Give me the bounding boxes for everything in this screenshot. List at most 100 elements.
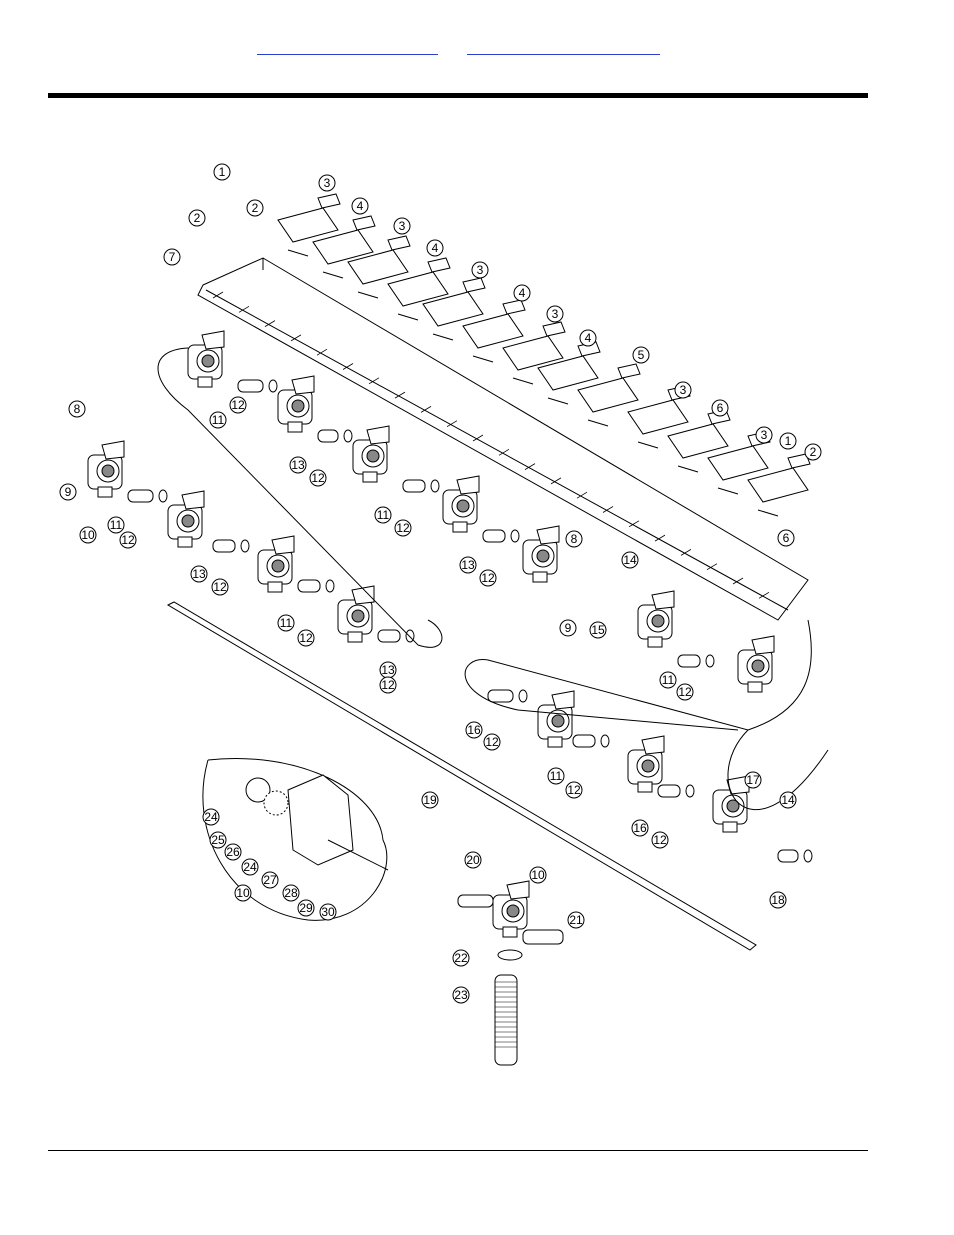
shaft-tube [487, 689, 514, 703]
callout-number: 17 [746, 773, 760, 787]
callout-29: 29 [297, 899, 315, 917]
deflector-plate [312, 229, 374, 265]
header-link-1[interactable] [257, 42, 438, 55]
callout-number: 4 [585, 331, 592, 345]
callout-13: 13 [459, 556, 477, 574]
callout-3: 3 [393, 217, 411, 235]
callout-circle [246, 199, 264, 217]
gearbox-unit [522, 525, 560, 583]
deflector-clip [462, 277, 486, 293]
gearbox-unit [492, 880, 530, 938]
callout-number: 6 [783, 531, 790, 545]
callout-9: 9 [59, 483, 77, 501]
callout-circle [289, 456, 307, 474]
callout-22: 22 [452, 949, 470, 967]
callout-18: 18 [769, 891, 787, 909]
shaft-tube [402, 479, 426, 493]
callout-circle [297, 899, 315, 917]
deflector-plate [387, 271, 449, 307]
callout-number: 2 [194, 211, 201, 225]
shaft-tube [677, 654, 701, 668]
callout-21: 21 [567, 911, 585, 929]
callout-circle [277, 614, 295, 632]
callout-number: 3 [761, 428, 768, 442]
callout-circle [459, 556, 477, 574]
callout-number: 11 [377, 508, 390, 522]
callout-number: 3 [399, 219, 406, 233]
callout-9: 9 [559, 619, 577, 637]
callout-circle [565, 781, 583, 799]
callout-circle [421, 791, 439, 809]
callout-circle [755, 426, 773, 444]
callout-26: 26 [224, 843, 242, 861]
callout-circle [621, 551, 639, 569]
callout-circle [479, 569, 497, 587]
callout-circle [676, 683, 694, 701]
callout-23: 23 [452, 986, 470, 1004]
callout-number: 12 [381, 678, 395, 692]
callout-number: 5 [638, 348, 645, 362]
callout-number: 12 [396, 521, 410, 535]
callout-circle [309, 469, 327, 487]
deflector-clip [352, 215, 376, 231]
callout-circle [209, 831, 227, 849]
gearbox-unit [277, 375, 315, 433]
shaft-tube [777, 849, 799, 863]
callout-number: 12 [311, 471, 325, 485]
callout-number: 13 [192, 567, 206, 581]
deflector-plate [502, 335, 564, 371]
callout-number: 3 [324, 176, 331, 190]
callout-circle [107, 516, 125, 534]
callout-number: 1 [219, 165, 226, 179]
callout-number: 9 [565, 621, 572, 635]
shaft-tube [657, 784, 681, 798]
sleeve-20 [457, 894, 494, 908]
callout-circle [529, 866, 547, 884]
callout-circle [379, 676, 397, 694]
deflector-plate [277, 207, 339, 243]
callout-number: 25 [211, 833, 225, 847]
header-link-2[interactable] [467, 42, 660, 55]
header-rule [48, 93, 868, 98]
callout-12: 12 [483, 733, 501, 751]
callout-number: 11 [110, 518, 123, 532]
callout-28: 28 [282, 884, 300, 902]
callout-number: 27 [263, 873, 277, 887]
callout-circle [567, 911, 585, 929]
callout-6: 6 [711, 399, 729, 417]
washer [240, 539, 250, 553]
callout-30: 30 [319, 903, 337, 921]
gearbox-unit [537, 690, 575, 748]
callout-circle [261, 871, 279, 889]
callout-number: 10 [531, 868, 545, 882]
callout-10: 10 [79, 526, 97, 544]
callout-number: 16 [633, 821, 647, 835]
callout-circle [211, 578, 229, 596]
callout-2: 2 [188, 209, 206, 227]
callout-number: 12 [121, 533, 135, 547]
washer [705, 654, 715, 668]
callout-number: 13 [381, 663, 395, 677]
callout-circle [589, 621, 607, 639]
washer [158, 489, 168, 503]
drive-loop-1 [157, 347, 443, 648]
footer-rule [48, 1150, 868, 1151]
callout-number: 12 [485, 735, 499, 749]
callout-7: 7 [163, 248, 181, 266]
callout-number: 11 [550, 769, 563, 783]
callout-20: 20 [464, 851, 482, 869]
callout-number: 22 [454, 951, 468, 965]
callout-number: 30 [321, 905, 335, 919]
gearbox-housing [287, 774, 354, 866]
callout-12: 12 [394, 519, 412, 537]
callout-circle [465, 721, 483, 739]
channel-7 [197, 257, 809, 621]
callout-11: 11 [209, 411, 227, 429]
gearbox-unit [257, 535, 295, 593]
shaft-tube [482, 529, 506, 543]
callout-circle [513, 284, 531, 302]
callout-circle [319, 903, 337, 921]
callout-circle [779, 791, 797, 809]
